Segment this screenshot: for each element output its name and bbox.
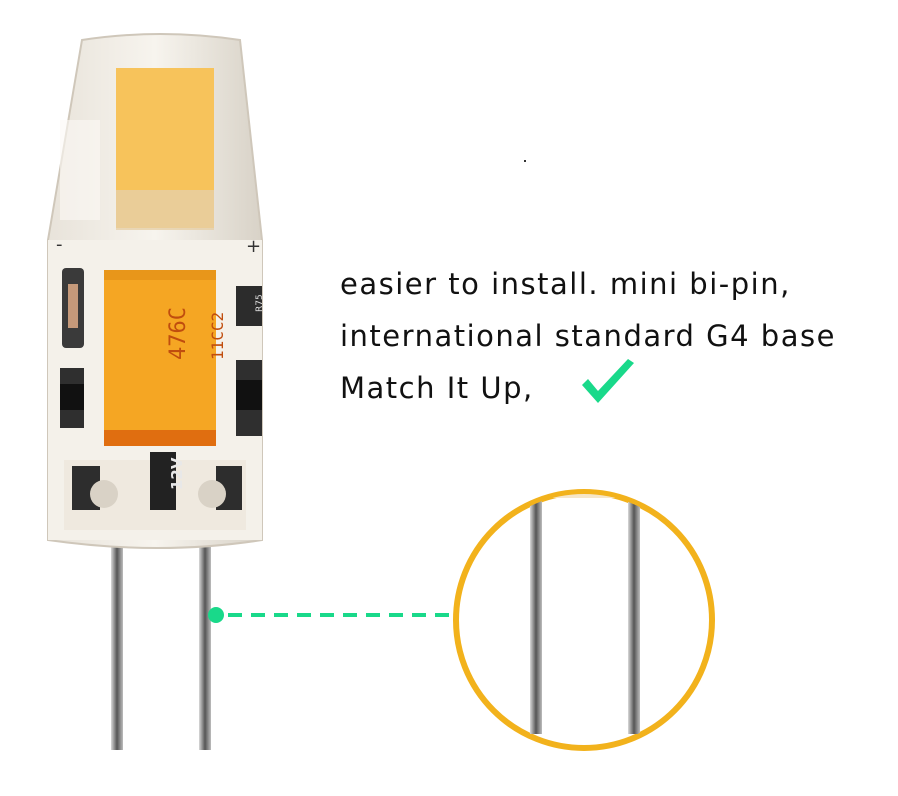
voltage-label: 12V (168, 457, 186, 490)
capacitor-code: 476C (166, 307, 191, 360)
polarity-plus: + (246, 236, 261, 257)
connector-dot (208, 607, 224, 623)
zoom-pin-right (628, 494, 640, 734)
bulb-pin-left (111, 545, 123, 750)
caption-line-1: easier to install. mini bi-pin, (340, 267, 791, 301)
zoom-pin-left (530, 494, 542, 734)
capacitor (104, 270, 216, 446)
caption-line-2: international standard G4 base (340, 319, 836, 353)
capacitor-batch: 11CC2 (208, 312, 227, 360)
caption-line-3: Match It Up, (340, 371, 534, 405)
bulb-pin-right (199, 545, 211, 750)
resistor-label: R75 (255, 294, 265, 312)
check-icon (582, 359, 634, 403)
feature-caption: easier to install. mini bi-pin, internat… (340, 258, 836, 414)
polarity-minus: - (56, 234, 63, 255)
zoom-ring (453, 489, 715, 751)
